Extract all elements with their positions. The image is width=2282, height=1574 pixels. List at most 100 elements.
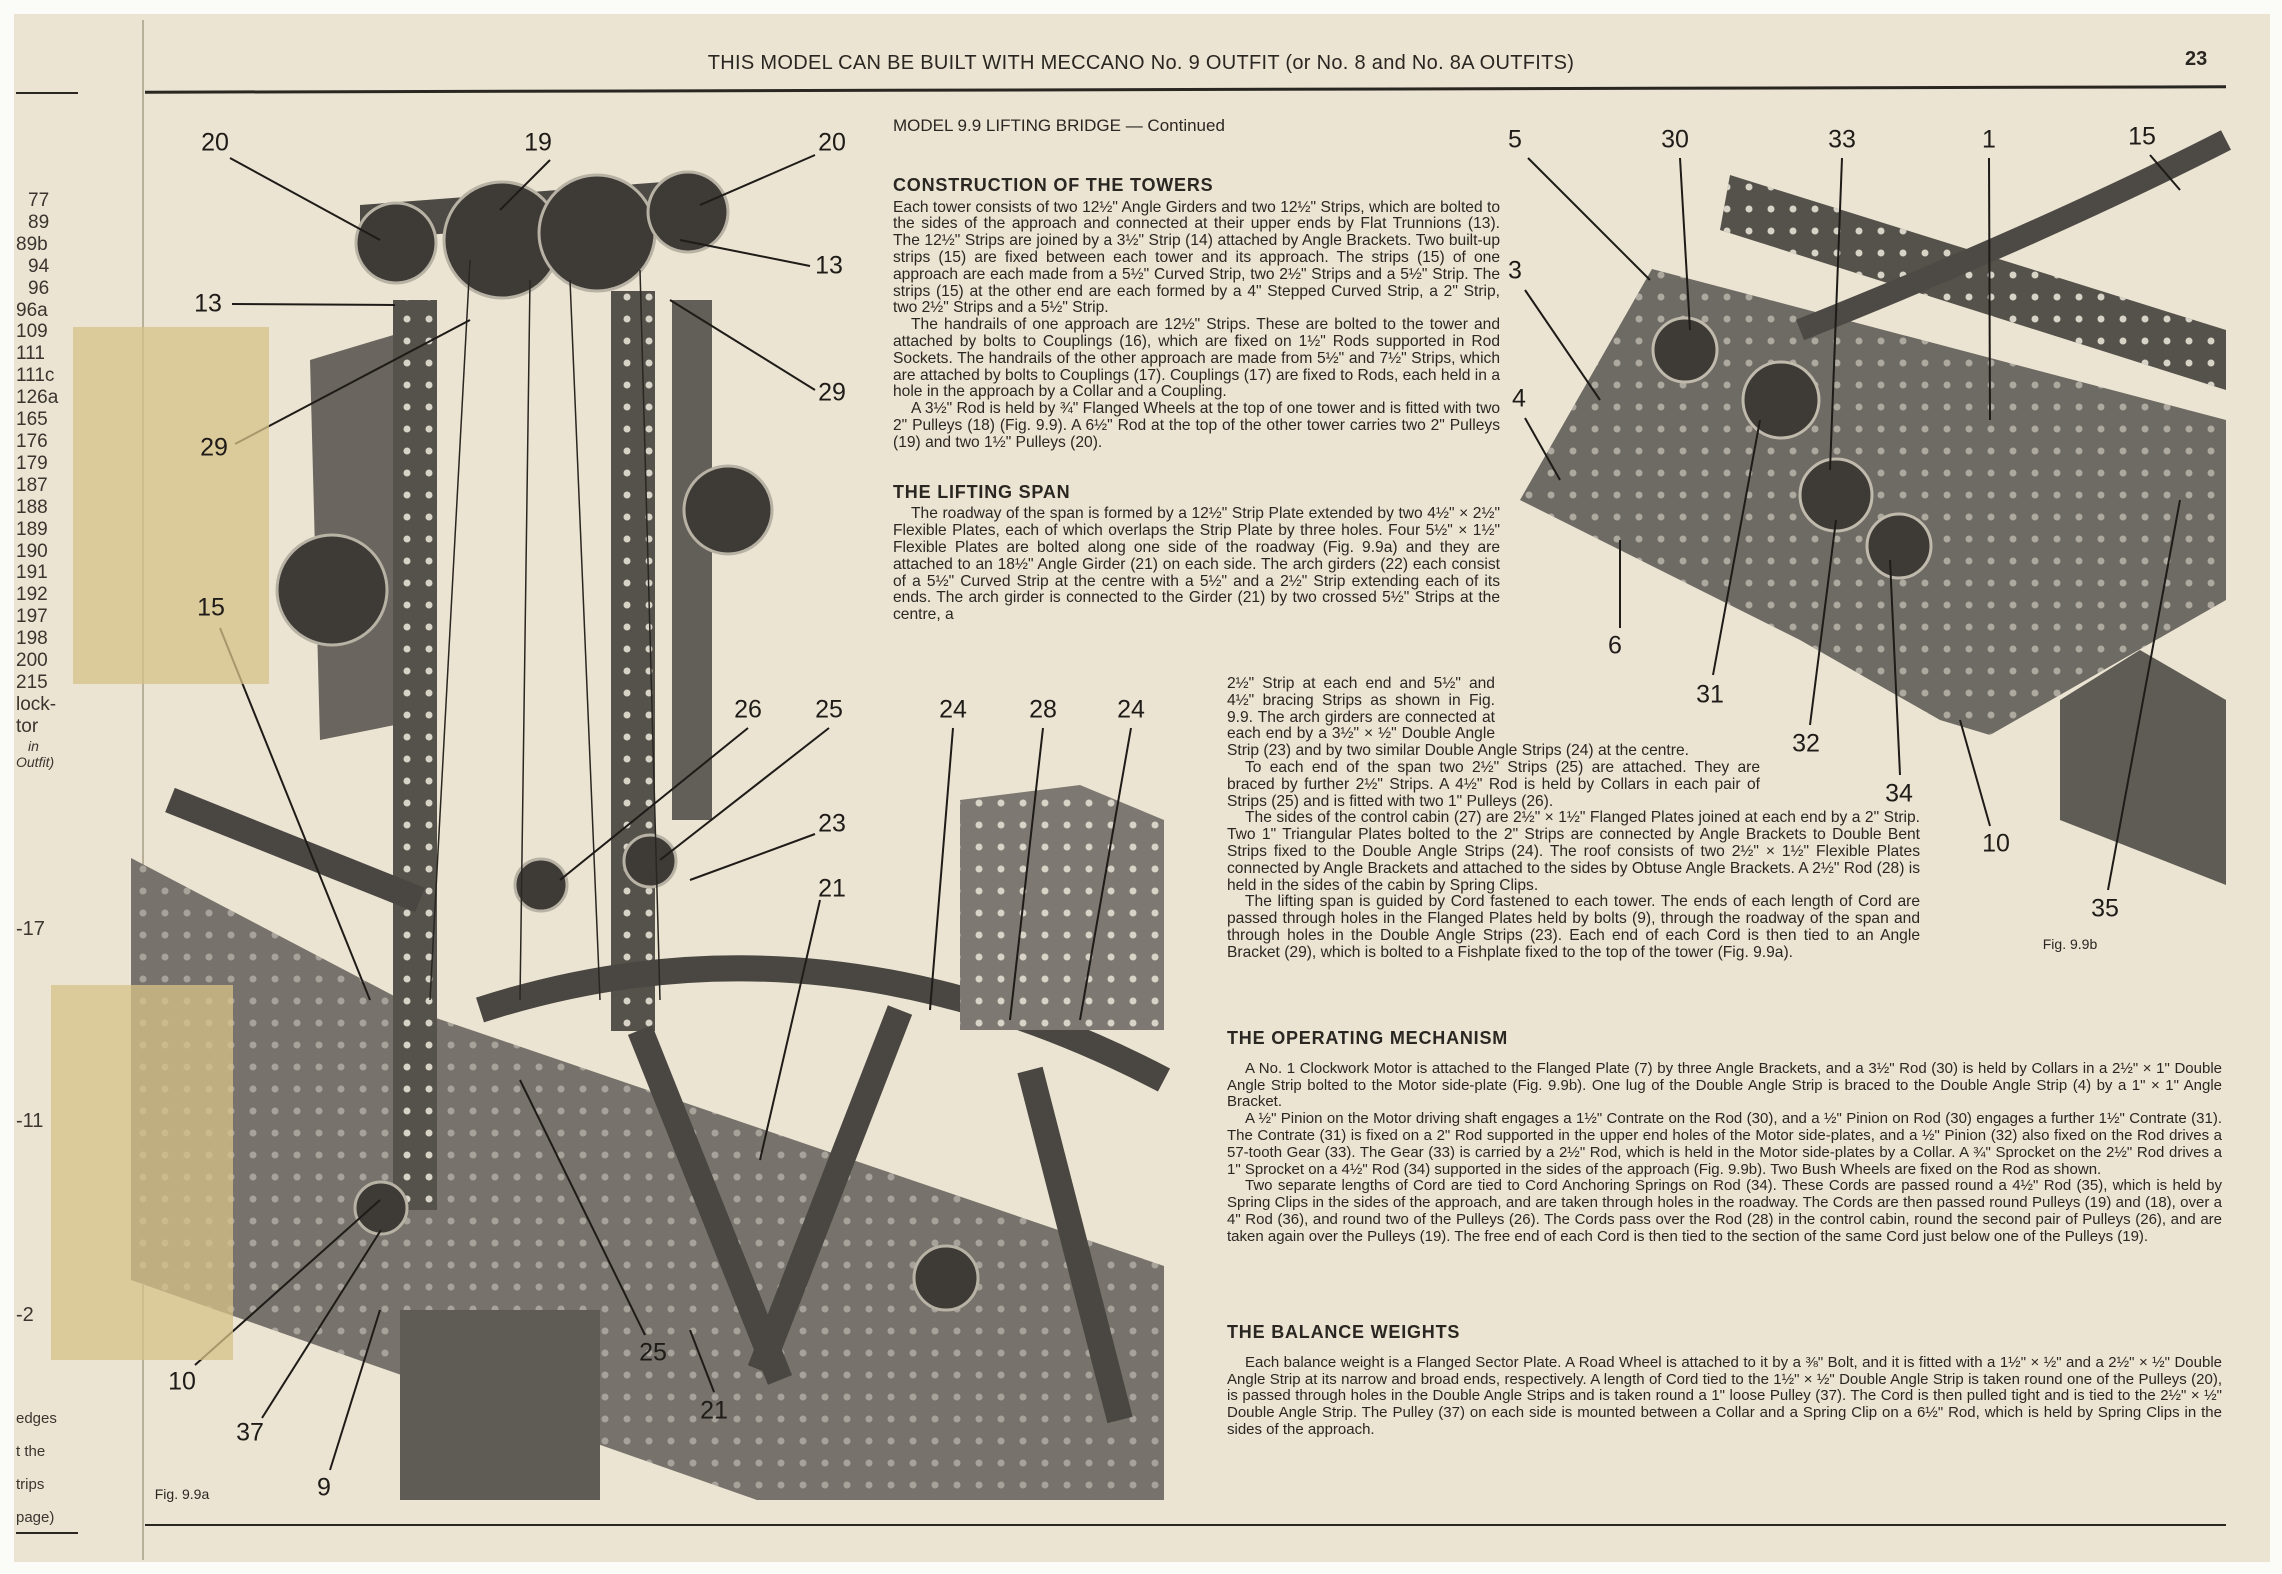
callout-label: 21 xyxy=(818,874,846,903)
part-number: 179 xyxy=(16,452,48,474)
callout-label: 20 xyxy=(818,128,846,157)
callout-label: 24 xyxy=(1117,695,1145,724)
part-number: 77 xyxy=(28,190,50,211)
part-number: 176 xyxy=(16,430,48,452)
running-header: THIS MODEL CAN BE BUILT WITH MECCANO No.… xyxy=(707,52,1575,74)
pulley-26 xyxy=(622,833,678,889)
fragment-italic: Outfit) xyxy=(16,753,55,770)
approach-girder-holes xyxy=(1720,175,2226,390)
paragraph: Each tower consists of two 12½" Angle Gi… xyxy=(893,198,1500,317)
paragraph: A No. 1 Clockwork Motor is attached to t… xyxy=(1227,1059,2222,1111)
callout-label: 29 xyxy=(818,378,846,407)
callout-label: 15 xyxy=(197,593,225,622)
figure-caption: Fig. 9.9b xyxy=(2042,936,2098,952)
fragment-line: trips xyxy=(16,1476,45,1493)
part-number: 111 xyxy=(16,343,45,365)
callout-label: 37 xyxy=(236,1418,264,1447)
adhesive-tape-patch xyxy=(73,327,269,684)
callout-label: 13 xyxy=(194,289,222,318)
callout-label: 9 xyxy=(317,1473,331,1502)
left-page-rule xyxy=(16,92,78,94)
bracing-strip xyxy=(627,1025,793,1385)
part-number: 197 xyxy=(16,606,48,628)
tower-support-base xyxy=(400,1310,600,1500)
part-number: 192 xyxy=(16,584,48,606)
margin-fragments: edges t the trips page) xyxy=(16,1402,57,1534)
bracing-strip xyxy=(747,1005,913,1375)
part-number: 198 xyxy=(16,628,48,650)
footer-rule xyxy=(145,1524,2226,1526)
contrate-31 xyxy=(1798,457,1874,533)
photo-wrap-spacer xyxy=(1495,676,1920,743)
callout-label: 30 xyxy=(1661,125,1689,154)
part-number: 190 xyxy=(16,540,48,562)
paragraph: Two separate lengths of Cord are tied to… xyxy=(1227,1177,2222,1245)
part-number: 111c xyxy=(16,365,55,387)
callout-label: 15 xyxy=(2128,122,2156,151)
part-number: 89b xyxy=(16,233,48,255)
part-number: 200 xyxy=(16,650,48,672)
counterweight-wheel xyxy=(275,533,389,647)
counterweight-wheel xyxy=(682,464,774,556)
contrate-30 xyxy=(1651,316,1719,384)
pulley-37 xyxy=(353,1180,409,1236)
callout-label: 23 xyxy=(818,809,846,838)
part-number: 96a xyxy=(16,299,48,321)
text-column-lower: 2½" Strip at each end and 5½" and 4½" br… xyxy=(1227,675,1920,962)
section-heading: THE BALANCE WEIGHTS xyxy=(1227,1322,1461,1342)
approach-support xyxy=(2060,650,2226,885)
arch-girder xyxy=(476,955,1171,1092)
callout-label: 5 xyxy=(1508,125,1522,154)
pulley-20-right xyxy=(646,170,730,254)
fragment-line: lock- xyxy=(16,693,57,715)
part-number: 215 xyxy=(16,671,48,693)
road-wheel xyxy=(912,1244,980,1312)
gear-33 xyxy=(1741,360,1821,440)
gears xyxy=(1651,316,1933,580)
part-number: 96 xyxy=(28,277,50,299)
control-cabin-holes xyxy=(960,785,1164,1030)
cords xyxy=(429,259,661,1001)
paragraph: The lifting span is guided by Cord faste… xyxy=(1227,893,1920,961)
fragment-italic: in xyxy=(28,737,39,754)
part-number: 89 xyxy=(28,211,50,233)
photo-wrap-spacer xyxy=(1760,743,1920,777)
callout-label: 25 xyxy=(639,1338,667,1367)
operating-mechanism-section: THE OPERATING MECHANISM A No. 1 Clockwor… xyxy=(1227,1028,2222,1246)
part-number: 126a xyxy=(16,387,59,409)
paragraph: A ½" Pinion on the Motor driving shaft e… xyxy=(1227,1110,2222,1178)
part-number: 165 xyxy=(16,409,48,431)
approach-frame-holes xyxy=(1520,269,2226,735)
callout-label: 29 xyxy=(200,433,228,462)
part-number: 187 xyxy=(16,474,48,496)
callout-label: 10 xyxy=(1982,829,2010,858)
paragraph: The handrails of one approach are 12½" S… xyxy=(893,316,1500,401)
paragraph: The roadway of the span is formed by a 1… xyxy=(893,505,1500,624)
adhesive-tape-patch xyxy=(51,985,233,1360)
section-heading: CONSTRUCTION OF THE TOWERS xyxy=(893,174,1214,195)
callout-label: 13 xyxy=(815,251,843,280)
left-page-bottom-rule xyxy=(16,1532,78,1534)
callout-label: 10 xyxy=(168,1367,196,1396)
figure-caption: Fig. 9.9a xyxy=(154,1486,210,1502)
balance-weights-section: THE BALANCE WEIGHTS Each balance weight … xyxy=(1227,1322,2222,1439)
fragment-line: edges xyxy=(16,1410,57,1427)
callout-label: 6 xyxy=(1608,631,1622,660)
paragraph: 2½" Strip at each end and 5½" and 4½" br… xyxy=(1227,675,1689,760)
fragment-line: t the xyxy=(16,1443,46,1460)
callout-label: 35 xyxy=(2091,894,2119,923)
arch-girders xyxy=(165,787,1171,1424)
part-number: 188 xyxy=(16,496,48,518)
margin-mark: -11 xyxy=(16,1110,44,1132)
bracing-strip xyxy=(1017,1066,1133,1424)
callout-label: 32 xyxy=(1792,729,1820,758)
callout-label: 20 xyxy=(201,128,229,157)
tower-girder-holes xyxy=(393,300,437,1210)
part-number: 94 xyxy=(28,255,50,277)
sprocket-34 xyxy=(1865,512,1933,580)
section-heading: THE OPERATING MECHANISM xyxy=(1227,1028,1509,1048)
callout-label: 24 xyxy=(939,695,967,724)
